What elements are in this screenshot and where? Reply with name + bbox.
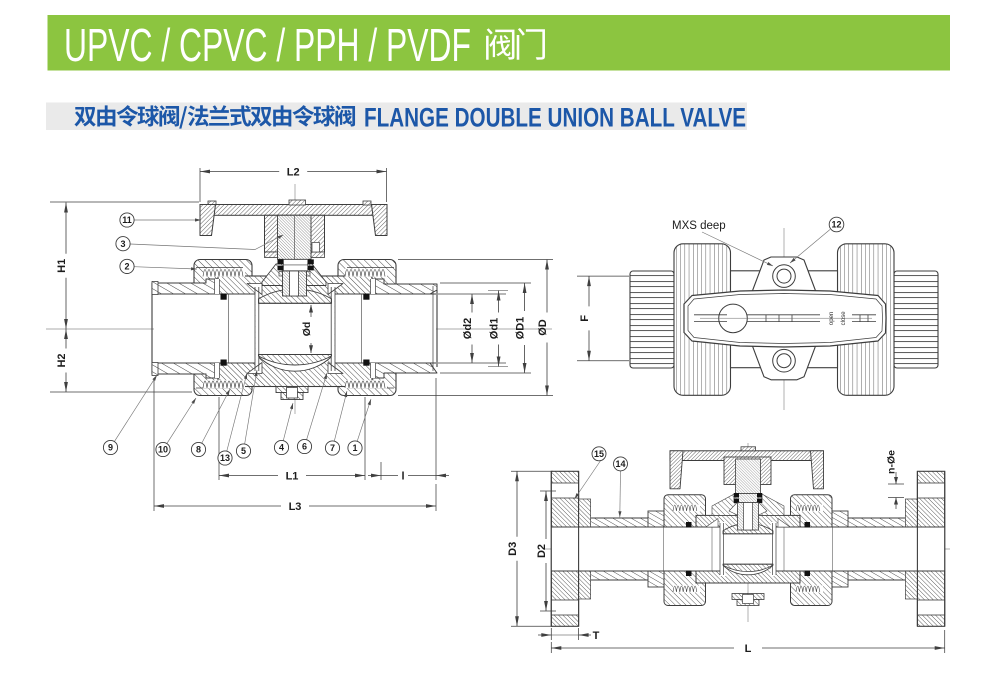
svg-text:H2: H2 bbox=[56, 353, 68, 367]
svg-text:Ød1: Ød1 bbox=[488, 318, 500, 339]
svg-text:UPVC / CPVC / PPH / PVDF: UPVC / CPVC / PPH / PVDF bbox=[64, 19, 471, 71]
svg-text:1: 1 bbox=[352, 443, 357, 453]
svg-text:13: 13 bbox=[220, 453, 230, 463]
svg-text:4: 4 bbox=[279, 443, 284, 453]
svg-text:14: 14 bbox=[615, 459, 625, 469]
svg-text:2: 2 bbox=[124, 262, 129, 272]
svg-text:L: L bbox=[745, 643, 752, 655]
svg-text:L3: L3 bbox=[289, 501, 302, 513]
svg-text:10: 10 bbox=[158, 445, 168, 455]
svg-text:7: 7 bbox=[330, 443, 335, 453]
svg-text:ØD: ØD bbox=[537, 319, 549, 336]
svg-text:6: 6 bbox=[302, 442, 307, 452]
svg-text:8: 8 bbox=[196, 445, 201, 455]
svg-text:FLANGE DOUBLE UNION BALL VALVE: FLANGE DOUBLE UNION BALL VALVE bbox=[364, 103, 746, 133]
svg-text:ØD1: ØD1 bbox=[514, 317, 526, 340]
svg-text:H1: H1 bbox=[56, 259, 68, 273]
svg-text:9: 9 bbox=[108, 443, 113, 453]
svg-text:T: T bbox=[593, 630, 600, 642]
svg-text:D2: D2 bbox=[536, 544, 548, 558]
svg-text:L1: L1 bbox=[286, 470, 299, 482]
svg-text:3: 3 bbox=[120, 239, 125, 249]
svg-text:close: close bbox=[841, 311, 847, 326]
svg-text:11: 11 bbox=[122, 215, 132, 225]
svg-text:15: 15 bbox=[594, 449, 604, 459]
svg-text:open: open bbox=[829, 312, 835, 325]
svg-text:L2: L2 bbox=[287, 166, 300, 178]
svg-text:Ød: Ød bbox=[301, 322, 313, 337]
svg-text:MXS deep: MXS deep bbox=[672, 220, 726, 232]
svg-text:l: l bbox=[401, 470, 404, 482]
svg-text:D3: D3 bbox=[507, 542, 519, 556]
svg-text:Ød2: Ød2 bbox=[462, 318, 474, 339]
svg-text:12: 12 bbox=[831, 220, 841, 230]
svg-text:n-Øe: n-Øe bbox=[886, 450, 898, 474]
svg-text:F: F bbox=[579, 315, 591, 322]
svg-text:5: 5 bbox=[241, 446, 246, 456]
